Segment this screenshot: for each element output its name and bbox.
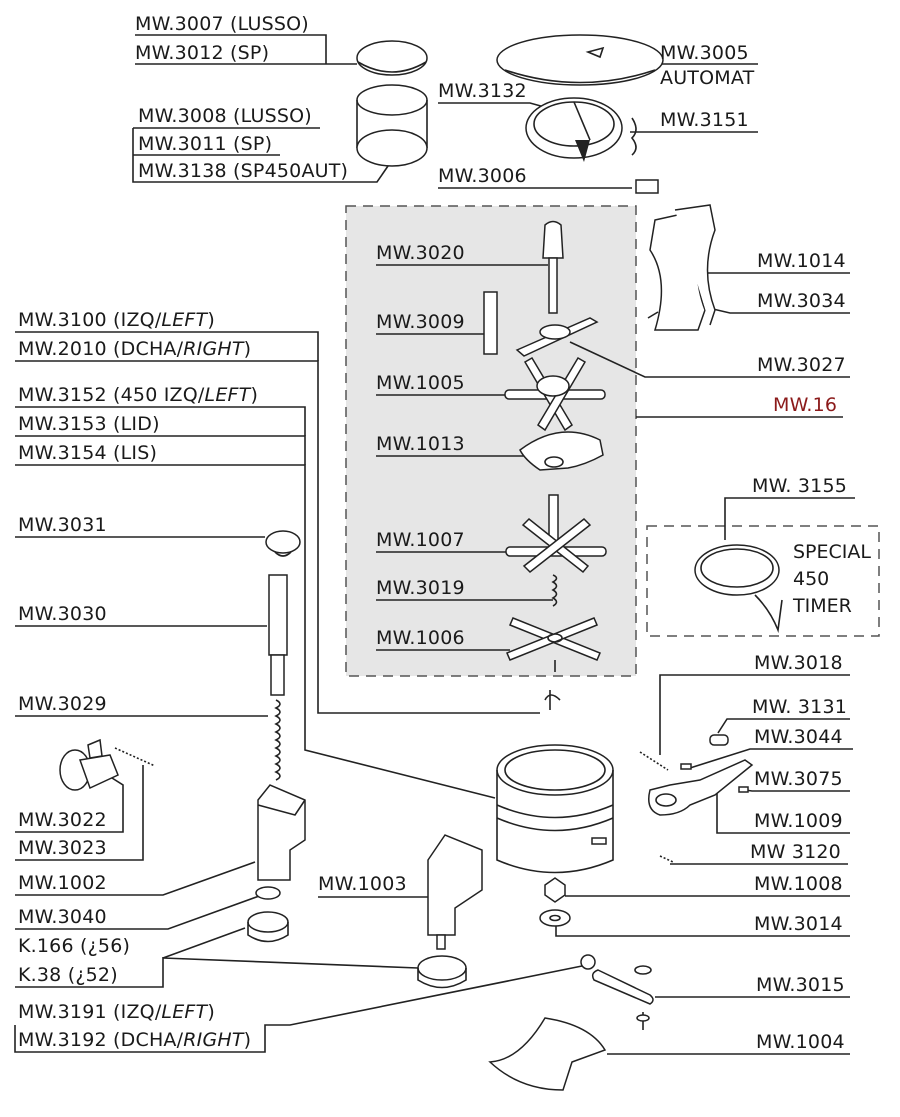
part-knob-3031	[265, 530, 301, 557]
label-mw3131: MW. 3131	[752, 696, 848, 718]
label-k38: K.38 (¿52)	[18, 964, 118, 986]
part-washer-3014	[539, 909, 571, 927]
label-mw1008: MW.1008	[754, 873, 843, 895]
part-spring-3018	[639, 751, 669, 771]
label-mw3011: MW.3011 (SP)	[138, 133, 273, 155]
part-spring-3029	[274, 699, 281, 781]
part-washer-3040	[255, 886, 281, 900]
part-spring-3019	[551, 574, 558, 607]
mw16-group-border	[345, 205, 637, 677]
part-star-1005	[504, 356, 606, 432]
part-timer-ring-3155	[694, 544, 783, 634]
part-main-bowl	[496, 690, 614, 874]
label-mw3155: MW. 3155	[752, 475, 848, 497]
label-mw3009: MW.3009	[376, 311, 465, 333]
label-mw3192: MW.3192 (DCHA/RIGHT)	[18, 1029, 252, 1051]
part-rod-3030	[268, 574, 288, 696]
part-transparent-cylinder	[356, 84, 428, 167]
label-mw3138: MW.3138 (SP450AUT)	[138, 160, 349, 182]
label-mw3100: MW.3100 (IZQ/LEFT)	[18, 309, 215, 331]
label-mw1005: MW.1005	[376, 372, 465, 394]
part-timer-ring	[525, 97, 637, 162]
label-mw3034: MW.3034	[757, 290, 846, 312]
label-mw3044: MW.3044	[754, 726, 843, 748]
part-pin-3044	[680, 763, 692, 770]
part-automat-lid	[496, 34, 664, 86]
label-mw3020: MW.3020	[376, 242, 465, 264]
label-mw3008: MW.3008 (LUSSO)	[138, 105, 312, 127]
label-mw3005: MW.3005	[660, 42, 749, 64]
label-mw3120: MW 3120	[750, 841, 841, 863]
part-arm-block-1003	[427, 834, 483, 950]
label-mw2010: MW.2010 (DCHA/RIGHT)	[18, 338, 252, 360]
label-mw3022: MW.3022	[18, 809, 107, 831]
label-mw3012: MW.3012 (SP)	[135, 42, 270, 64]
label-mw3023: MW.3023	[18, 837, 107, 859]
part-base-plate-1004	[488, 1017, 607, 1091]
label-automat: AUTOMAT	[660, 67, 755, 89]
label-k166: K.166 (¿56)	[18, 935, 131, 957]
label-mw1013: MW.1013	[376, 433, 465, 455]
label-mw3191: MW.3191 (IZQ/LEFT)	[18, 1001, 215, 1023]
label-mw3040: MW.3040	[18, 906, 107, 928]
label-mw1004: MW.1004	[756, 1031, 845, 1053]
part-arm-block-1002	[257, 784, 306, 881]
label-mw1009: MW.1009	[754, 810, 843, 832]
label-mw3027: MW.3027	[757, 354, 846, 376]
label-mw3029: MW.3029	[18, 693, 107, 715]
label-mw3015: MW.3015	[756, 974, 845, 996]
label-mw3031: MW.3031	[18, 514, 107, 536]
part-connector	[635, 179, 659, 194]
part-nut-3191	[580, 954, 596, 970]
part-spring-3120	[659, 855, 674, 863]
part-clamp-3022	[59, 738, 119, 791]
part-top-shaft	[542, 220, 564, 314]
label-mw3014: MW.3014	[754, 913, 843, 935]
label-mw1014: MW.1014	[757, 250, 846, 272]
label-mw3019: MW.3019	[376, 577, 465, 599]
part-pulley-lower	[417, 955, 467, 989]
part-star-nut-1008	[544, 877, 566, 903]
label-mw1003: MW.1003	[318, 873, 407, 895]
part-bracket-1014	[647, 204, 716, 331]
part-pin-3131	[709, 734, 729, 746]
label-mw1002: MW.1002	[18, 872, 107, 894]
label-mw3030: MW.3030	[18, 603, 107, 625]
label-mw3151: MW.3151	[660, 109, 749, 131]
label-mw3154: MW.3154 (LIS)	[18, 442, 158, 464]
label-mw3018: MW.3018	[754, 652, 843, 674]
label-mw3006: MW.3006	[438, 165, 527, 187]
part-star-1006	[506, 617, 601, 672]
part-plate-1013	[519, 431, 604, 471]
label-mw3132: MW.3132	[438, 80, 527, 102]
part-star-1007	[505, 494, 607, 574]
label-mw3153: MW.3153 (LID)	[18, 413, 160, 435]
part-lid-cap	[356, 40, 428, 76]
part-cross-bar	[515, 317, 599, 357]
label-mw1006: MW.1006	[376, 627, 465, 649]
label-mw1007: MW.1007	[376, 529, 465, 551]
part-lever-1009	[648, 759, 754, 816]
label-mw16-group: MW.16	[773, 394, 838, 416]
label-mw3007: MW.3007 (LUSSO)	[135, 13, 309, 35]
part-slotted-bar-3015	[591, 965, 654, 1030]
part-side-blade	[483, 291, 498, 355]
label-mw3152: MW.3152 (450 IZQ/LEFT)	[18, 384, 259, 406]
special-timer-box	[646, 525, 880, 637]
part-pulley-k166	[247, 911, 289, 943]
label-mw3075: MW.3075	[754, 768, 843, 790]
part-pin-3075	[738, 786, 749, 793]
special-450-timer-note: SPECIAL 450 TIMER	[793, 541, 871, 617]
part-spring-3023	[114, 747, 156, 767]
